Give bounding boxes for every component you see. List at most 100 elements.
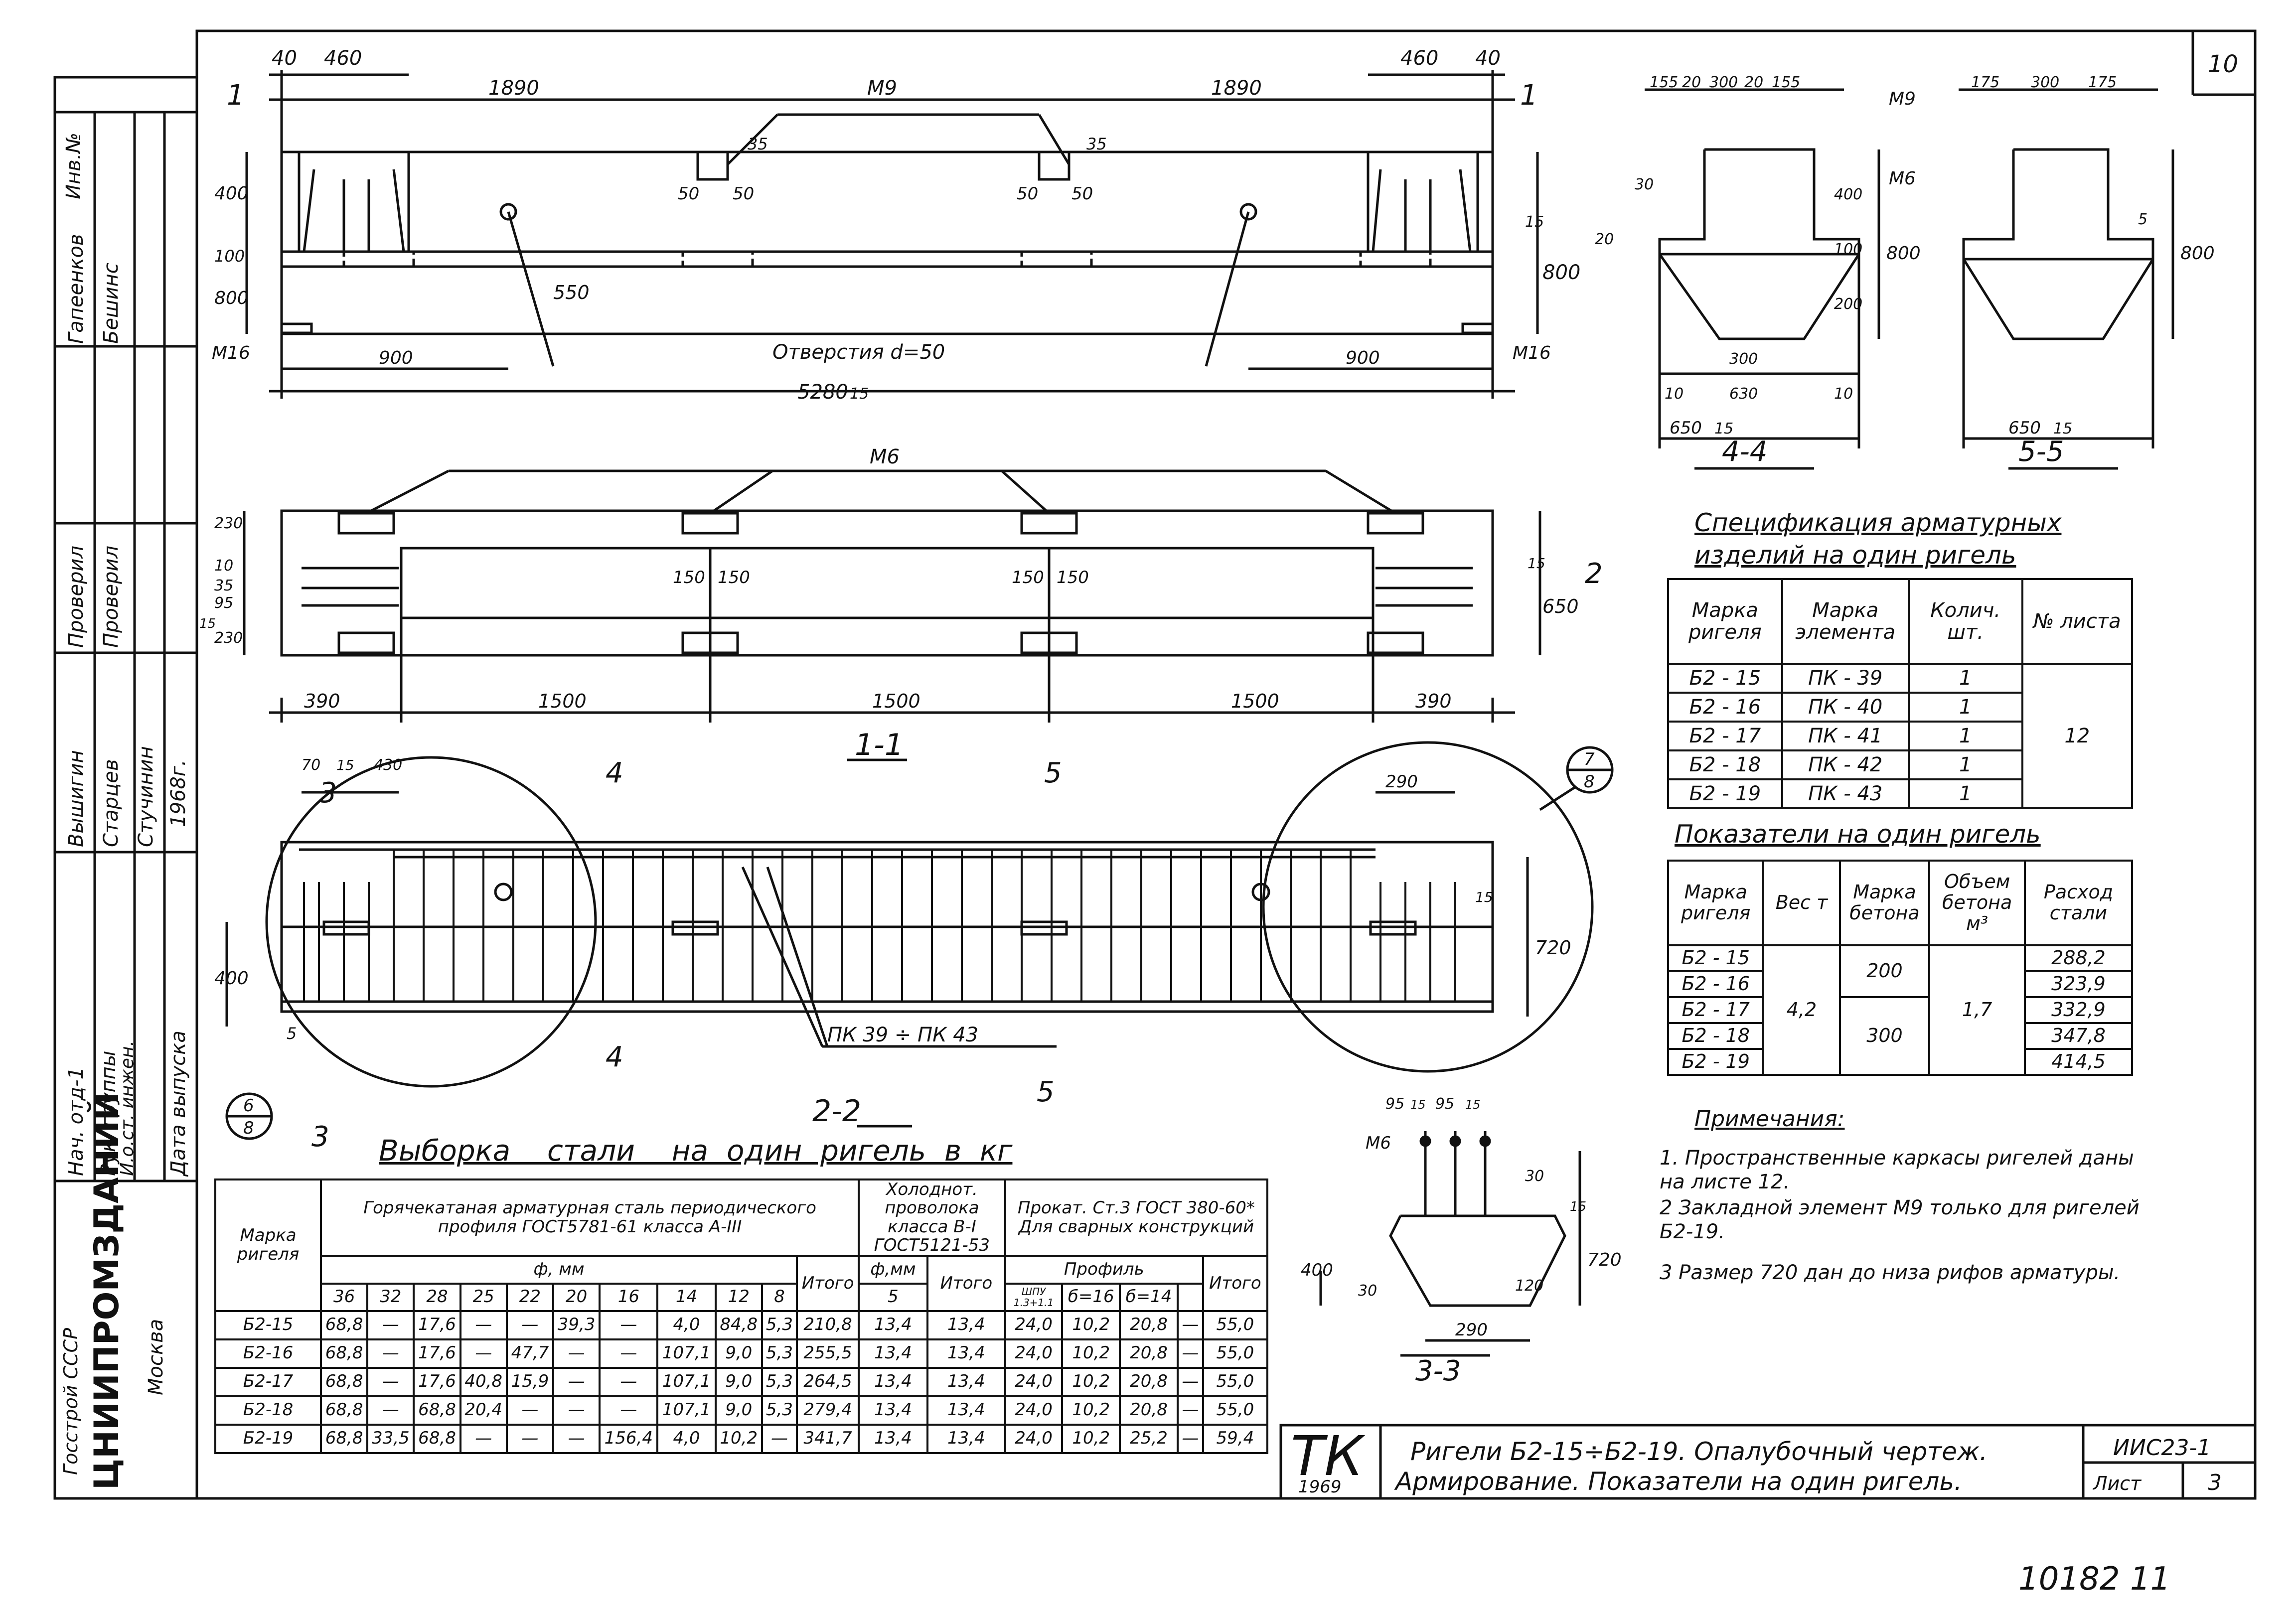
- steel-r5-c9: 10,2: [714, 1423, 763, 1454]
- steel-r4-c12: 13,4: [858, 1395, 928, 1426]
- plan-cut-mark: 2: [1585, 558, 1603, 590]
- s22-right-tag: 15: [1475, 889, 1493, 905]
- s44-bottom-650: 650: [1670, 418, 1702, 438]
- steel-r1-c6: 39,3: [552, 1310, 601, 1340]
- reinforcement-section-2-2: [225, 741, 1614, 1140]
- elev-cut-mark-right: 1: [1520, 79, 1538, 112]
- stamp-name-a2-text: Бешинс: [100, 263, 123, 344]
- steel-r4-c9: 9,0: [714, 1395, 763, 1426]
- ind-mark-2: Б2 - 16: [1667, 970, 1765, 998]
- steel-r2-c18: 55,0: [1202, 1338, 1269, 1369]
- spec-head-qty: Колич. шт.: [1907, 578, 2023, 665]
- elev-dim-40b: 40: [1475, 47, 1501, 70]
- steel-head-total-2: Итого: [926, 1255, 1006, 1312]
- steel-d-20: 20: [552, 1282, 601, 1312]
- steel-r3-c5: 15,9: [505, 1366, 555, 1397]
- s33-top-95b: 95: [1435, 1095, 1454, 1113]
- steel-r4-c2: —: [366, 1395, 415, 1426]
- steel-r2-c3: 17,6: [413, 1338, 461, 1369]
- s44-top-300: 300: [1709, 74, 1738, 91]
- title-logo: ТК: [1291, 1424, 1366, 1488]
- plan-view: [243, 469, 1541, 761]
- note-1: 1. Пространственные каркасы ригелей даны…: [1660, 1147, 2134, 1193]
- stamp-name-c1: Вышигин: [65, 750, 88, 847]
- steel-r4-c11: 279,4: [796, 1395, 860, 1426]
- steel-r5-c5: —: [505, 1423, 555, 1454]
- steel-r2-c17: —: [1176, 1338, 1204, 1369]
- plan-mid-150d: 150: [1057, 568, 1089, 588]
- s22-caption: 2-2: [812, 1094, 861, 1129]
- steel-d-14: 14: [656, 1282, 717, 1312]
- stamp-name-c3-text: Стучинин: [135, 746, 157, 847]
- stamp-org-3: Москва: [145, 1319, 167, 1395]
- steel-head-group1: Горячекатаная арматурная сталь периодиче…: [319, 1178, 860, 1257]
- steel-r5-c3: 68,8: [413, 1423, 461, 1454]
- spec-row-5-mark: Б2 - 19: [1667, 778, 1783, 809]
- spec-row-3-element: ПК - 41: [1781, 721, 1910, 751]
- s55-label-m6: М6: [1889, 168, 1916, 189]
- steel-r4-c1: 68,8: [319, 1395, 369, 1426]
- s44-right-800: 800: [1886, 243, 1921, 264]
- steel-r3-c4: 40,8: [459, 1366, 508, 1397]
- steel-r2-c15: 10,2: [1061, 1338, 1121, 1369]
- steel-r1-c7: —: [599, 1310, 659, 1340]
- stamp-org-1-text: Госстрой СССР: [60, 1327, 82, 1475]
- steel-r1-c18: 55,0: [1202, 1310, 1269, 1340]
- steel-r4-c7: —: [599, 1395, 659, 1426]
- note-2: 2 Закладной элемент М9 только для ригеле…: [1660, 1196, 2140, 1243]
- ind-head-mark: Марка ригеля: [1667, 860, 1765, 946]
- sheet-corner-number: 10: [2208, 50, 2238, 78]
- ind-concrete-a: 200: [1838, 944, 1931, 998]
- steel-r2-c7: —: [599, 1338, 659, 1369]
- section-3-3-labels: М6 95 15 95 15 30 400 30 120 720 15 290 …: [1301, 1095, 1622, 1387]
- stamp-org-1: Госстрой СССР: [60, 1328, 82, 1475]
- steel-r5-c10: —: [761, 1423, 798, 1454]
- steel-r3-c0: Б2-17: [214, 1366, 322, 1397]
- s22-callout-pk: ПК 39 ÷ ПК 43: [827, 1024, 978, 1046]
- stamp-role-1: Нач. отд-1: [65, 1067, 88, 1176]
- steel-r5-c13: 13,4: [926, 1423, 1006, 1454]
- s33-side-720: 720: [1587, 1250, 1622, 1270]
- elev-dim-40a: 40: [272, 47, 297, 70]
- steel-r2-c2: —: [366, 1338, 415, 1369]
- s22-cut5-bottom: 5: [1037, 1076, 1055, 1108]
- steel-d-28: 28: [413, 1282, 461, 1312]
- elevation-labels: 10 40 460 1890 М9 1890 460 40 1 1 50 50 …: [212, 47, 2238, 404]
- steel-r2-c14: 24,0: [1004, 1338, 1064, 1369]
- steel-r1-c13: 13,4: [926, 1310, 1006, 1340]
- ind-steel-2: 323,9: [2023, 970, 2134, 998]
- steel-r5-c1: 68,8: [319, 1423, 369, 1454]
- steel-r3-c7: —: [599, 1366, 659, 1397]
- steel-r5-c16: 25,2: [1119, 1423, 1179, 1454]
- spec-row-3-mark: Б2 - 17: [1667, 721, 1783, 751]
- steel-profile-2: б=16: [1061, 1282, 1121, 1312]
- elev-overall-tag: 15: [850, 385, 869, 403]
- steel-r2-c0: Б2-16: [214, 1338, 322, 1369]
- s33-caption: 3-3: [1415, 1355, 1461, 1387]
- node-circle-left: [265, 756, 597, 1088]
- steel-r1-c17: —: [1176, 1310, 1204, 1340]
- steel-r5-c12: 13,4: [858, 1423, 928, 1454]
- stamp-name-a2: Бешинс: [100, 263, 123, 344]
- s44-bottom-300: 300: [1729, 350, 1758, 368]
- elev-right-800: 800: [1542, 261, 1580, 284]
- plan-mid-150b: 150: [718, 568, 750, 588]
- spec-head-element: Марка элемента: [1781, 578, 1910, 665]
- spec-row-2-mark: Б2 - 16: [1667, 692, 1783, 723]
- ind-head-steel: Расход стали: [2023, 860, 2134, 946]
- spec-title-1: Спецификация арматурных: [1694, 508, 2062, 537]
- elev-cut-mark-left: 1: [227, 79, 245, 112]
- elev-right-tag: 15: [1525, 213, 1544, 231]
- steel-r1-c11: 210,8: [796, 1310, 860, 1340]
- steel-r2-c6: —: [552, 1338, 601, 1369]
- steel-r5-c6: —: [552, 1423, 601, 1454]
- s22-cut4-bottom: 4: [606, 1041, 623, 1073]
- steel-profile-1: ШПУ 1.3+1.1: [1004, 1282, 1064, 1312]
- steel-title: Выборка стали на один ригель в кг: [379, 1134, 1013, 1168]
- stamp-role-4-text: Дата выпуска: [167, 1030, 190, 1176]
- steel-r5-c4: —: [459, 1423, 508, 1454]
- s33-label-m6: М6: [1366, 1133, 1391, 1153]
- stamp-inv: Инв.№: [62, 133, 85, 199]
- steel-r1-c10: 5,3: [761, 1310, 798, 1340]
- side-stamp-frame: [53, 76, 198, 1500]
